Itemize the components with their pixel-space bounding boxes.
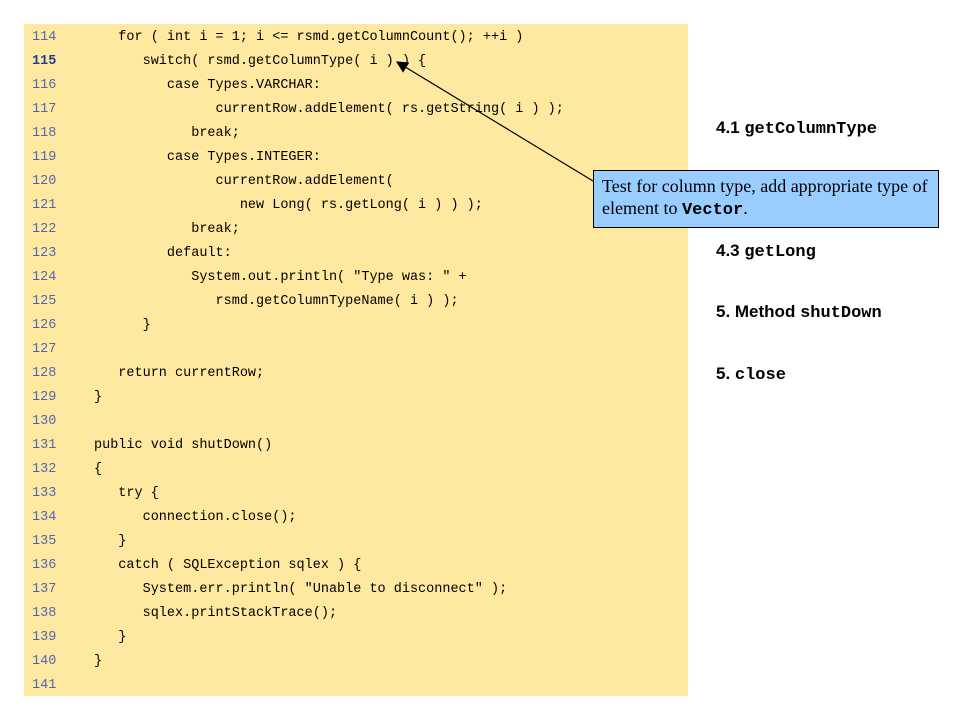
outline-item-shutdown: 5. Method shutDown	[716, 302, 882, 323]
callout-code: Vector	[681, 201, 744, 220]
line-number: 139	[32, 630, 57, 645]
code-text: {	[94, 462, 103, 477]
line-number: 127	[32, 342, 57, 357]
callout-text-end: .	[743, 198, 748, 218]
code-line: 137 System.err.println( "Unable to disco…	[24, 578, 688, 602]
code-line: 141	[24, 674, 688, 698]
code-text: sqlex.printStackTrace();	[94, 606, 338, 621]
code-line: 126 }	[24, 314, 688, 338]
code-line: 128 return currentRow;	[24, 362, 688, 386]
code-listing: 114 for ( int i = 1; i <= rsmd.getColumn…	[24, 24, 688, 696]
code-line: 129}	[24, 386, 688, 410]
outline-prefix: 5.	[716, 364, 735, 383]
code-line: 136 catch ( SQLException sqlex ) {	[24, 554, 688, 578]
code-text: return currentRow;	[94, 366, 265, 381]
outline-prefix: 4.1	[716, 118, 745, 137]
line-number: 138	[32, 606, 57, 621]
line-number: 140	[32, 654, 57, 669]
code-line: 139 }	[24, 626, 688, 650]
line-number: 132	[32, 462, 57, 477]
code-line: 119 case Types.INTEGER:	[24, 146, 688, 170]
code-text: catch ( SQLException sqlex ) {	[94, 558, 362, 573]
outline-item-getlong: 4.3 getLong	[716, 241, 816, 262]
line-number: 129	[32, 390, 57, 405]
code-line: 117 currentRow.addElement( rs.getString(…	[24, 98, 688, 122]
line-number: 137	[32, 582, 57, 597]
line-number: 124	[32, 270, 57, 285]
line-number: 122	[32, 222, 57, 237]
code-line: 118 break;	[24, 122, 688, 146]
code-text: System.out.println( "Type was: " +	[94, 270, 467, 285]
code-text: }	[94, 534, 127, 549]
code-line: 114 for ( int i = 1; i <= rsmd.getColumn…	[24, 26, 688, 50]
line-number: 130	[32, 414, 57, 429]
code-text: new Long( rs.getLong( i ) ) );	[94, 198, 483, 213]
code-text: currentRow.addElement(	[94, 174, 394, 189]
code-text: break;	[94, 222, 240, 237]
code-line: 121 new Long( rs.getLong( i ) ) );	[24, 194, 688, 218]
outline-item-close: 5. close	[716, 364, 786, 385]
line-number: 128	[32, 366, 57, 381]
code-text: }	[94, 654, 103, 669]
outline-code: getColumnType	[744, 120, 877, 139]
line-number: 135	[32, 534, 57, 549]
code-text: }	[94, 630, 127, 645]
code-line: 124 System.out.println( "Type was: " +	[24, 266, 688, 290]
line-number: 131	[32, 438, 57, 453]
code-text: System.err.println( "Unable to disconnec…	[94, 582, 508, 597]
code-text: currentRow.addElement( rs.getString( i )…	[94, 102, 564, 117]
code-text: break;	[94, 126, 240, 141]
line-number: 114	[32, 30, 57, 45]
code-text: }	[94, 390, 103, 405]
code-line: 138 sqlex.printStackTrace();	[24, 602, 688, 626]
code-line: 140}	[24, 650, 688, 674]
code-line: 131 public void shutDown()	[24, 434, 688, 458]
line-number: 118	[32, 126, 57, 141]
code-line: 134 connection.close();	[24, 506, 688, 530]
line-number: 119	[32, 150, 57, 165]
line-number: 125	[32, 294, 57, 309]
line-number: 121	[32, 198, 57, 213]
outline-code: getLong	[744, 243, 816, 262]
code-line: 115 switch( rsmd.getColumnType( i ) ) {	[24, 50, 688, 74]
outline-prefix: 4.3	[716, 241, 745, 260]
code-line: 122 break;	[24, 218, 688, 242]
code-line: 135 }	[24, 530, 688, 554]
code-line: 130	[24, 410, 688, 434]
code-text: switch( rsmd.getColumnType( i ) ) {	[94, 54, 427, 69]
outline-item-getcolumntype: 4.1 getColumnType	[716, 118, 877, 139]
code-text: case Types.INTEGER:	[94, 150, 321, 165]
code-text: try {	[94, 486, 159, 501]
outline-prefix: 5. Method	[716, 302, 801, 321]
outline-code: shutDown	[800, 304, 882, 323]
code-text: connection.close();	[94, 510, 297, 525]
code-text: for ( int i = 1; i <= rsmd.getColumnCoun…	[94, 30, 524, 45]
line-number: 134	[32, 510, 57, 525]
code-text: case Types.VARCHAR:	[94, 78, 321, 93]
outline-code: close	[734, 366, 786, 385]
line-number: 120	[32, 174, 57, 189]
code-text: }	[94, 318, 151, 333]
line-number: 123	[32, 246, 57, 261]
line-number: 117	[32, 102, 57, 117]
code-line: 127	[24, 338, 688, 362]
line-number: 133	[32, 486, 57, 501]
code-text: public void shutDown()	[94, 438, 273, 453]
code-line: 123 default:	[24, 242, 688, 266]
code-text: default:	[94, 246, 232, 261]
code-text: rsmd.getColumnTypeName( i ) );	[94, 294, 459, 309]
callout-text: Test for column type, add appropriate ty…	[602, 176, 928, 218]
code-line: 120 currentRow.addElement(	[24, 170, 688, 194]
line-number: 136	[32, 558, 57, 573]
line-number: 141	[32, 678, 57, 693]
callout-note: Test for column type, add appropriate ty…	[593, 170, 939, 228]
code-line: 125 rsmd.getColumnTypeName( i ) );	[24, 290, 688, 314]
code-line: 133 try {	[24, 482, 688, 506]
line-number: 115	[32, 54, 57, 69]
line-number: 126	[32, 318, 57, 333]
code-line: 116 case Types.VARCHAR:	[24, 74, 688, 98]
line-number: 116	[32, 78, 57, 93]
code-line: 132 {	[24, 458, 688, 482]
